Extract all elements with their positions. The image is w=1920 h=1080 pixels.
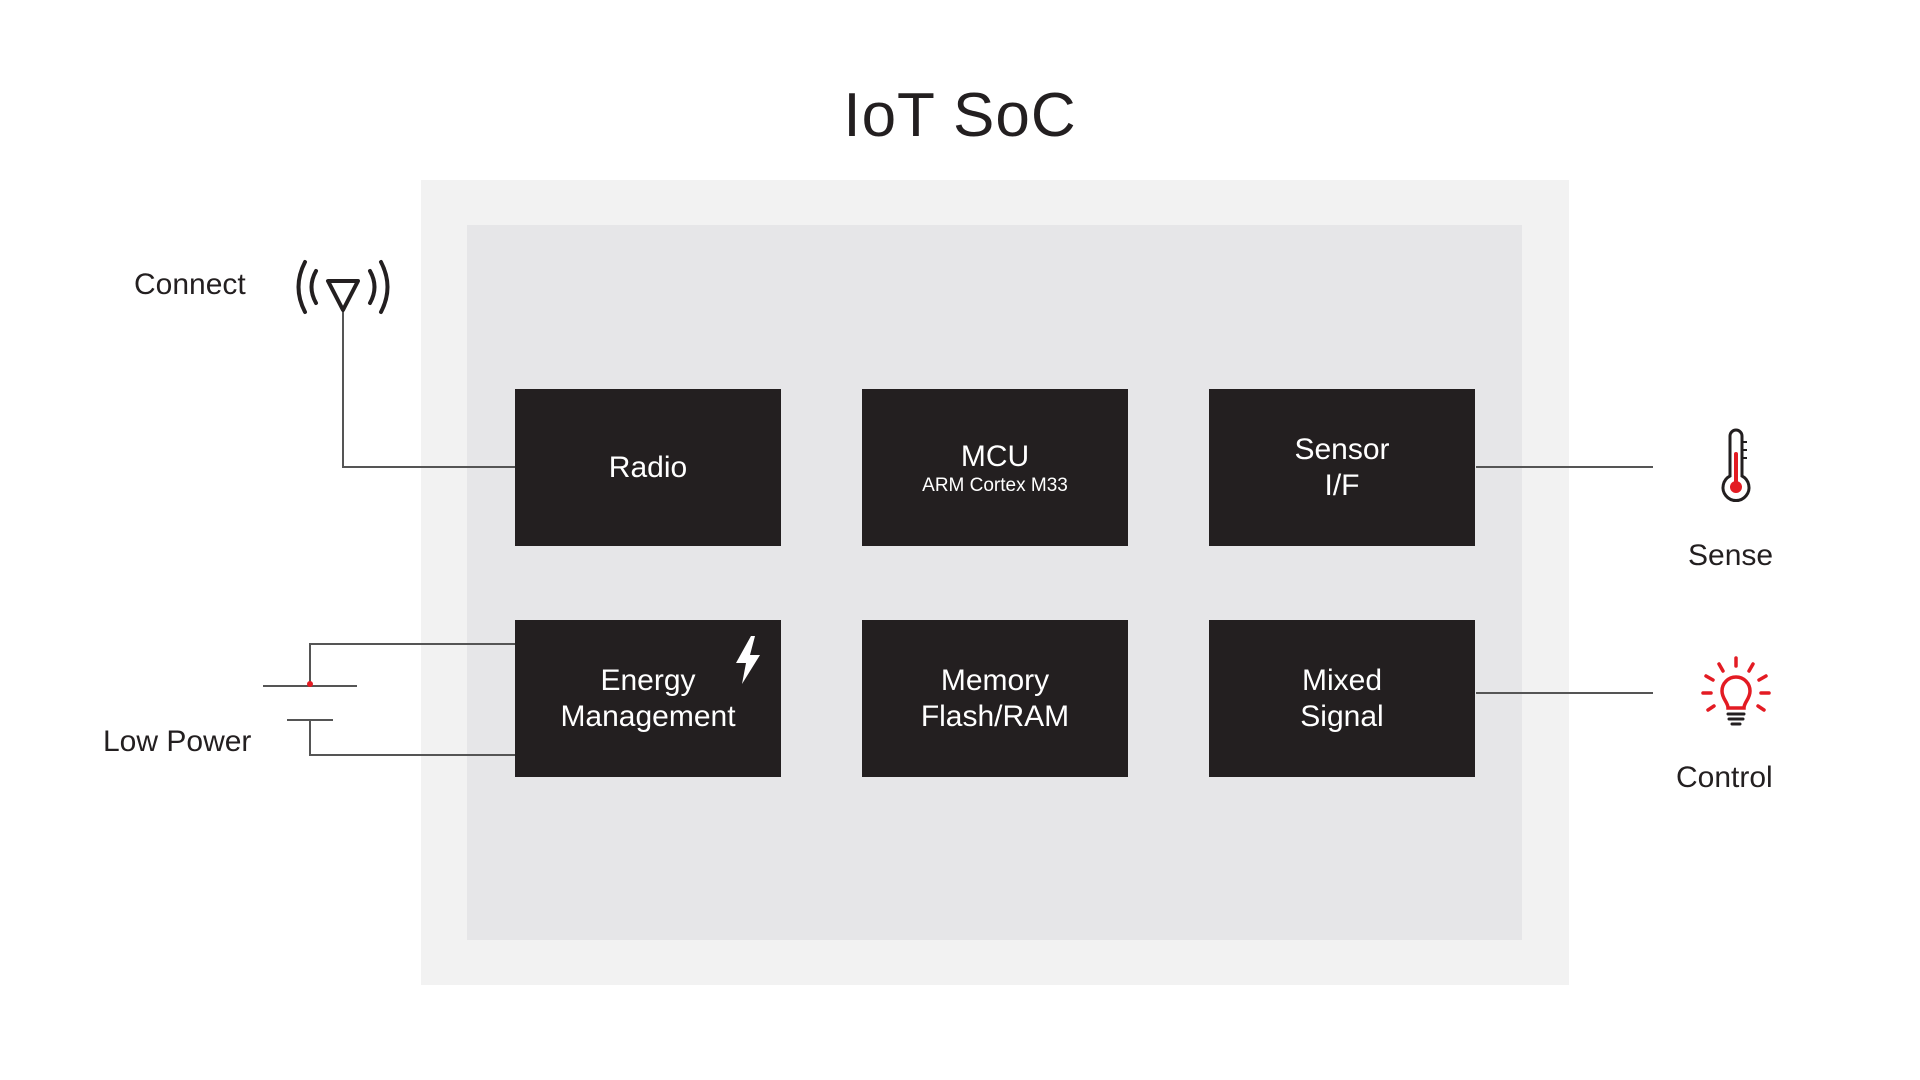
energy-label-line1: Energy	[600, 663, 696, 697]
sensor-if-block: Sensor I/F	[1209, 389, 1475, 546]
wire-antenna-radio	[342, 310, 515, 468]
wire-battery-plus	[309, 643, 515, 686]
sensor-label-line1: Sensor	[1294, 432, 1390, 466]
diagram-title: IoT SoC	[843, 81, 1077, 150]
memory-label-line2: Flash/RAM	[920, 699, 1070, 733]
light-bulb-icon	[1701, 656, 1771, 726]
mixed-signal-block: Mixed Signal	[1209, 620, 1475, 777]
memory-block: Memory Flash/RAM	[862, 620, 1128, 777]
sense-label: Sense	[1688, 539, 1774, 572]
control-label: Control	[1676, 761, 1773, 794]
radio-block: Radio	[515, 389, 781, 546]
energy-label-line2: Management	[560, 699, 736, 733]
mcu-label: MCU	[960, 439, 1030, 473]
sensor-label-line2: I/F	[1324, 468, 1360, 502]
energy-management-block: Energy Management	[515, 620, 781, 777]
battery-terminal-dot	[307, 681, 313, 687]
lightning-bolt-icon	[736, 636, 760, 684]
radio-label: Radio	[608, 450, 688, 484]
thermometer-icon	[1721, 428, 1751, 503]
connect-label: Connect	[134, 268, 246, 301]
memory-label-line1: Memory	[940, 663, 1050, 697]
mixed-label-line1: Mixed	[1301, 663, 1383, 697]
mcu-sublabel: ARM Cortex M33	[922, 474, 1068, 496]
wire-battery-minus	[309, 720, 515, 756]
antenna-icon	[296, 260, 390, 314]
mixed-label-line2: Signal	[1300, 699, 1384, 733]
low-power-label: Low Power	[103, 725, 252, 758]
soc-inner-boundary	[467, 225, 1522, 940]
mcu-block: MCU ARM Cortex M33	[862, 389, 1128, 546]
